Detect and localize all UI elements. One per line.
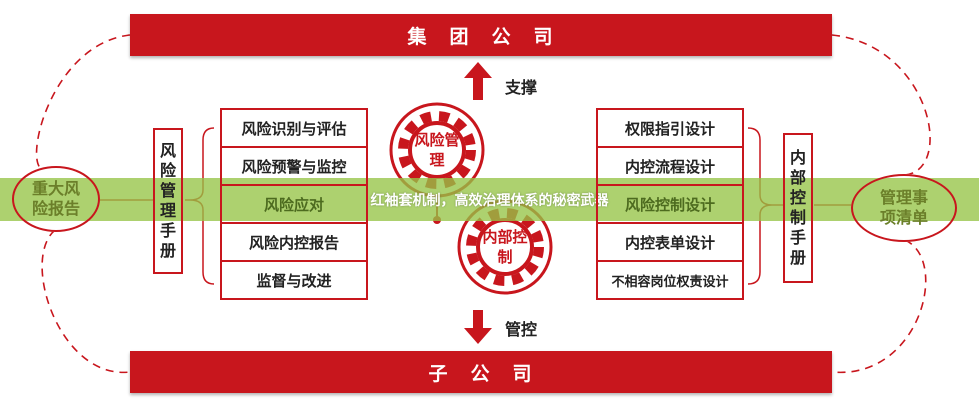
support-label: 支撑	[505, 78, 538, 97]
outer-dashed-arc-right	[831, 34, 931, 373]
right-item: 不相容岗位权责设计	[611, 274, 729, 290]
right-item: 内控表单设计	[598, 224, 742, 262]
left-item: 监督与改进	[256, 271, 332, 290]
left-item: 风险内控报告	[222, 224, 366, 262]
arrow-up-icon	[464, 62, 492, 100]
top-bar-group-company: 集 团 公 司	[130, 14, 832, 56]
caption-text: 红袖套机制，高效治理体系的秘密武器	[370, 192, 609, 209]
left-item: 风险识别与评估	[222, 110, 366, 148]
left-manual-text: 风险管理手册	[159, 141, 176, 260]
left-item: 风险应对	[222, 186, 366, 224]
gear-control-label: 内部控制	[482, 228, 528, 266]
left-oval-major-risk-report: 重大风险报告	[12, 166, 100, 232]
right-manual-text: 内部控制手册	[789, 148, 806, 267]
outer-dashed-arc-left	[35, 34, 131, 373]
right-item: 内控流程设计	[598, 148, 742, 186]
left-oval-text: 重大风险报告	[31, 179, 80, 218]
control-label: 管控	[505, 320, 538, 339]
caption-overlay-band: 红袖套机制，高效治理体系的秘密武器	[0, 178, 979, 221]
left-item-stack: 风险识别与评估 风险预警与监控 风险应对 风险内控报告 监督与改进	[220, 108, 368, 300]
arrow-down-icon	[464, 310, 492, 344]
right-manual-box: 内部控制手册	[783, 133, 813, 283]
right-oval-text: 管理事项清单	[879, 188, 928, 227]
bottom-bar-subsidiary: 子 公 司	[130, 351, 832, 393]
left-manual-box: 风险管理手册	[153, 128, 183, 274]
gear-risk-label: 风险管理	[414, 131, 460, 169]
right-item-stack: 权限指引设计 内控流程设计 风险控制设计 内控表单设计 不相容岗位权责设计	[596, 108, 744, 300]
right-oval-management-list: 管理事项清单	[851, 174, 957, 242]
right-item: 权限指引设计	[598, 110, 742, 148]
right-item: 风险控制设计	[598, 186, 742, 224]
left-item: 风险预警与监控	[222, 148, 366, 186]
